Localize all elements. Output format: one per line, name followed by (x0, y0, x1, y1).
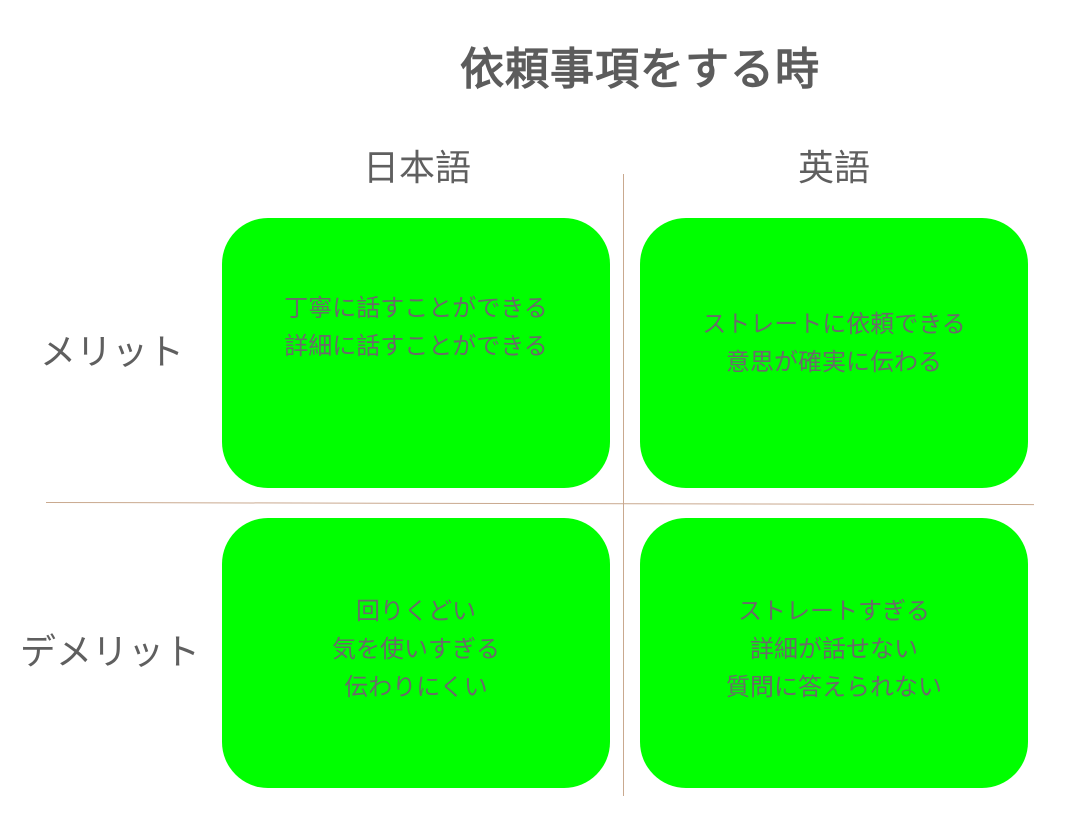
cell-english-merit: ストレートに依頼できる 意思が確実に伝わる (640, 218, 1028, 488)
cell-english-demerit: ストレートすぎる 詳細が話せない 質問に答えられない (640, 518, 1028, 788)
cell-text-line: 丁寧に話すことができる (284, 294, 548, 322)
row-header-merit: メリット (40, 332, 185, 373)
horizontal-divider (45, 502, 1034, 506)
diagram-title: 依頼事項をする時 (460, 44, 820, 95)
cell-text-line: 意思が確実に伝わる (726, 348, 942, 376)
cell-text-line: 質問に答えられない (726, 673, 942, 701)
cell-text-line: 詳細に話すことができる (284, 332, 548, 360)
column-header-japanese: 日本語 (362, 148, 471, 189)
cell-text-line: 詳細が話せない (750, 635, 918, 663)
column-header-english: 英語 (797, 148, 870, 189)
cell-text-line: ストレートすぎる (738, 597, 930, 625)
cell-text-line: ストレートに依頼できる (702, 310, 966, 338)
cell-japanese-merit: 丁寧に話すことができる 詳細に話すことができる (222, 218, 610, 488)
row-header-demerit: デメリット (20, 632, 201, 673)
cell-text-line: 伝わりにくい (344, 673, 488, 701)
cell-text-line: 回りくどい (356, 597, 476, 625)
cell-text-line: 気を使いすぎる (332, 635, 500, 663)
cell-japanese-demerit: 回りくどい 気を使いすぎる 伝わりにくい (222, 518, 610, 788)
vertical-divider (623, 174, 624, 796)
